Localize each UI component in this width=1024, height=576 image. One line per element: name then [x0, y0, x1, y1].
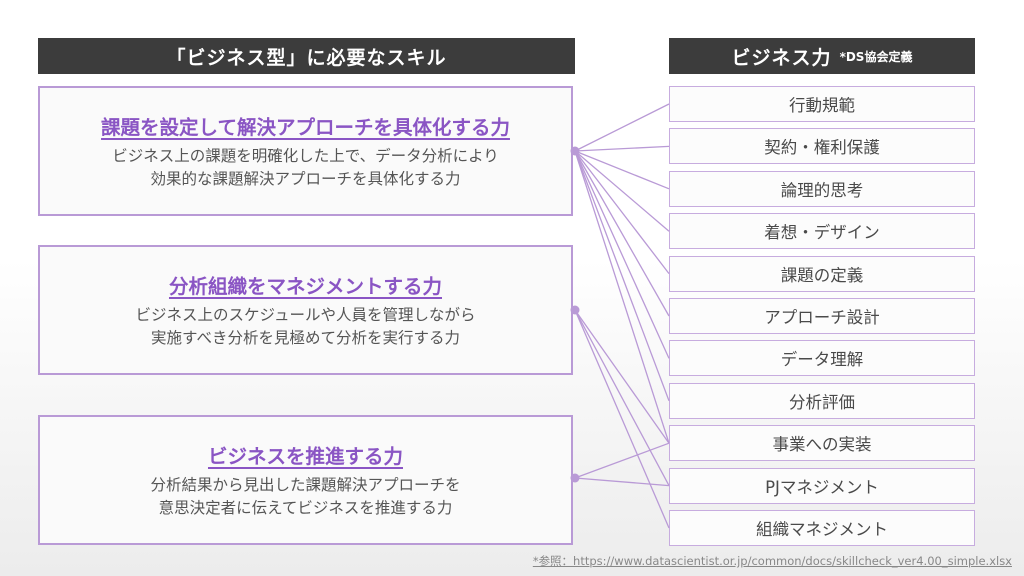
- skill-box-description-line: 意思決定者に伝えてビジネスを推進する力: [158, 499, 453, 517]
- business-skill-item: データ理解: [669, 340, 975, 377]
- connection-line: [574, 150, 670, 190]
- skill-box-description: ビジネス上の課題を明確化した上で、データ分析により 効果的な課題解決アプローチを…: [112, 145, 499, 191]
- right-header-title: ビジネス力: [731, 46, 832, 69]
- connection-line: [574, 150, 670, 317]
- right-header-note: *DS協会定義: [839, 49, 913, 64]
- skill-box-description: ビジネス上のスケジュールや人員を管理しながら 実施すべき分析を見極めて分析を実行…: [136, 304, 476, 350]
- skill-box-description-line: ビジネス上のスケジュールや人員を管理しながら: [135, 306, 476, 324]
- skill-box-description-line: ビジネス上の課題を明確化した上で、データ分析により: [112, 147, 499, 165]
- connection-line: [574, 477, 670, 487]
- skill-box-title: 分析組織をマネジメントする力: [168, 275, 442, 298]
- connection-line: [574, 103, 670, 152]
- business-skill-item: 分析評価: [669, 382, 975, 419]
- connection-line: [574, 150, 670, 359]
- skill-box-description-line: 分析結果から見出した課題解決アプローチを: [150, 476, 461, 494]
- skill-box-description-line: 実施すべき分析を見極めて分析を実行する力: [151, 329, 460, 347]
- connection-line: [574, 309, 670, 444]
- skill-box-description: 分析結果から見出した課題解決アプローチを 意思決定者に伝えてビジネスを推進する力: [150, 474, 460, 520]
- connection-line: [574, 309, 670, 529]
- business-skill-item: 組織マネジメント: [669, 510, 975, 546]
- connector-dot: [570, 473, 580, 483]
- business-skill-item: アプローチ設計: [669, 298, 975, 334]
- right-header: ビジネス力 *DS協会定義: [669, 38, 975, 74]
- skill-box-title: ビジネスを推進する力: [207, 445, 403, 468]
- connection-line: [574, 150, 670, 444]
- connector-dot: [570, 146, 580, 156]
- connection-line: [574, 150, 670, 274]
- connector-dot: [570, 305, 580, 315]
- connection-line: [574, 309, 670, 486]
- footnote-reference: *参照：https://www.datascientist.or.jp/comm…: [532, 554, 1012, 568]
- left-header: 「ビジネス型」に必要なスキル: [38, 38, 575, 74]
- business-skill-item: 論理的思考: [669, 170, 975, 207]
- left-header-text: 「ビジネス型」に必要なスキル: [166, 46, 447, 69]
- business-skill-item: 契約・権利保護: [669, 128, 975, 165]
- connection-line: [574, 442, 670, 479]
- connection-line: [574, 150, 670, 232]
- connection-line: [574, 145, 670, 152]
- business-skill-item: 課題の定義: [669, 255, 975, 292]
- business-skill-item: 行動規範: [669, 86, 975, 122]
- business-skill-item: PJマネジメント: [669, 467, 975, 504]
- skill-box-description-line: 効果的な課題解決アプローチを具体化する力: [150, 170, 461, 188]
- skill-box-issue-setting: 課題を設定して解決アプローチを具体化する力 ビジネス上の課題を明確化した上で、デ…: [38, 86, 573, 216]
- connection-line: [574, 150, 670, 402]
- business-skill-item: 事業への実装: [669, 425, 975, 462]
- skill-box-business-promotion: ビジネスを推進する力 分析結果から見出した課題解決アプローチを 意思決定者に伝え…: [38, 415, 573, 545]
- skill-box-organization-management: 分析組織をマネジメントする力 ビジネス上のスケジュールや人員を管理しながら 実施…: [38, 245, 573, 375]
- business-skill-item: 着想・デザイン: [669, 213, 975, 250]
- skill-box-title: 課題を設定して解決アプローチを具体化する力: [101, 116, 510, 139]
